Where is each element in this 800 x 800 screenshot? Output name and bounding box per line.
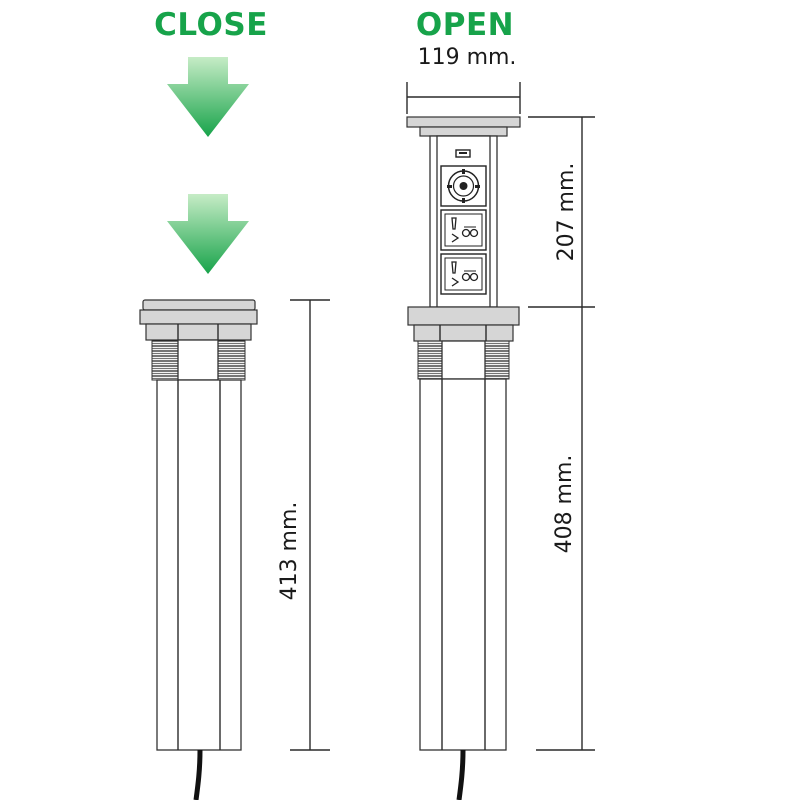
- arrow-down-icon: [167, 194, 249, 274]
- open-label: OPEN: [416, 7, 514, 43]
- height-closed-label: 413 mm.: [277, 502, 302, 601]
- dimension-height-open-top: 207 mm.: [528, 116, 595, 307]
- arrow-down-icon: [167, 57, 249, 137]
- dimension-height-closed: 413 mm.: [277, 299, 330, 751]
- height-open-top-label: 207 mm.: [554, 163, 579, 262]
- dimension-height-open-body: 408 mm.: [536, 307, 595, 751]
- width-open-label: 119 mm.: [418, 45, 517, 70]
- closed-socket-unit: [139, 299, 258, 800]
- power-socket-icon: [440, 209, 487, 251]
- height-open-body-label: 408 mm.: [552, 455, 577, 554]
- usb-port-icon: [455, 149, 471, 158]
- power-socket-icon: [440, 253, 487, 295]
- close-label: CLOSE: [154, 7, 268, 43]
- data-port-icon: [440, 165, 487, 207]
- open-socket-unit: [406, 116, 521, 800]
- dimension-width-open: [406, 82, 521, 114]
